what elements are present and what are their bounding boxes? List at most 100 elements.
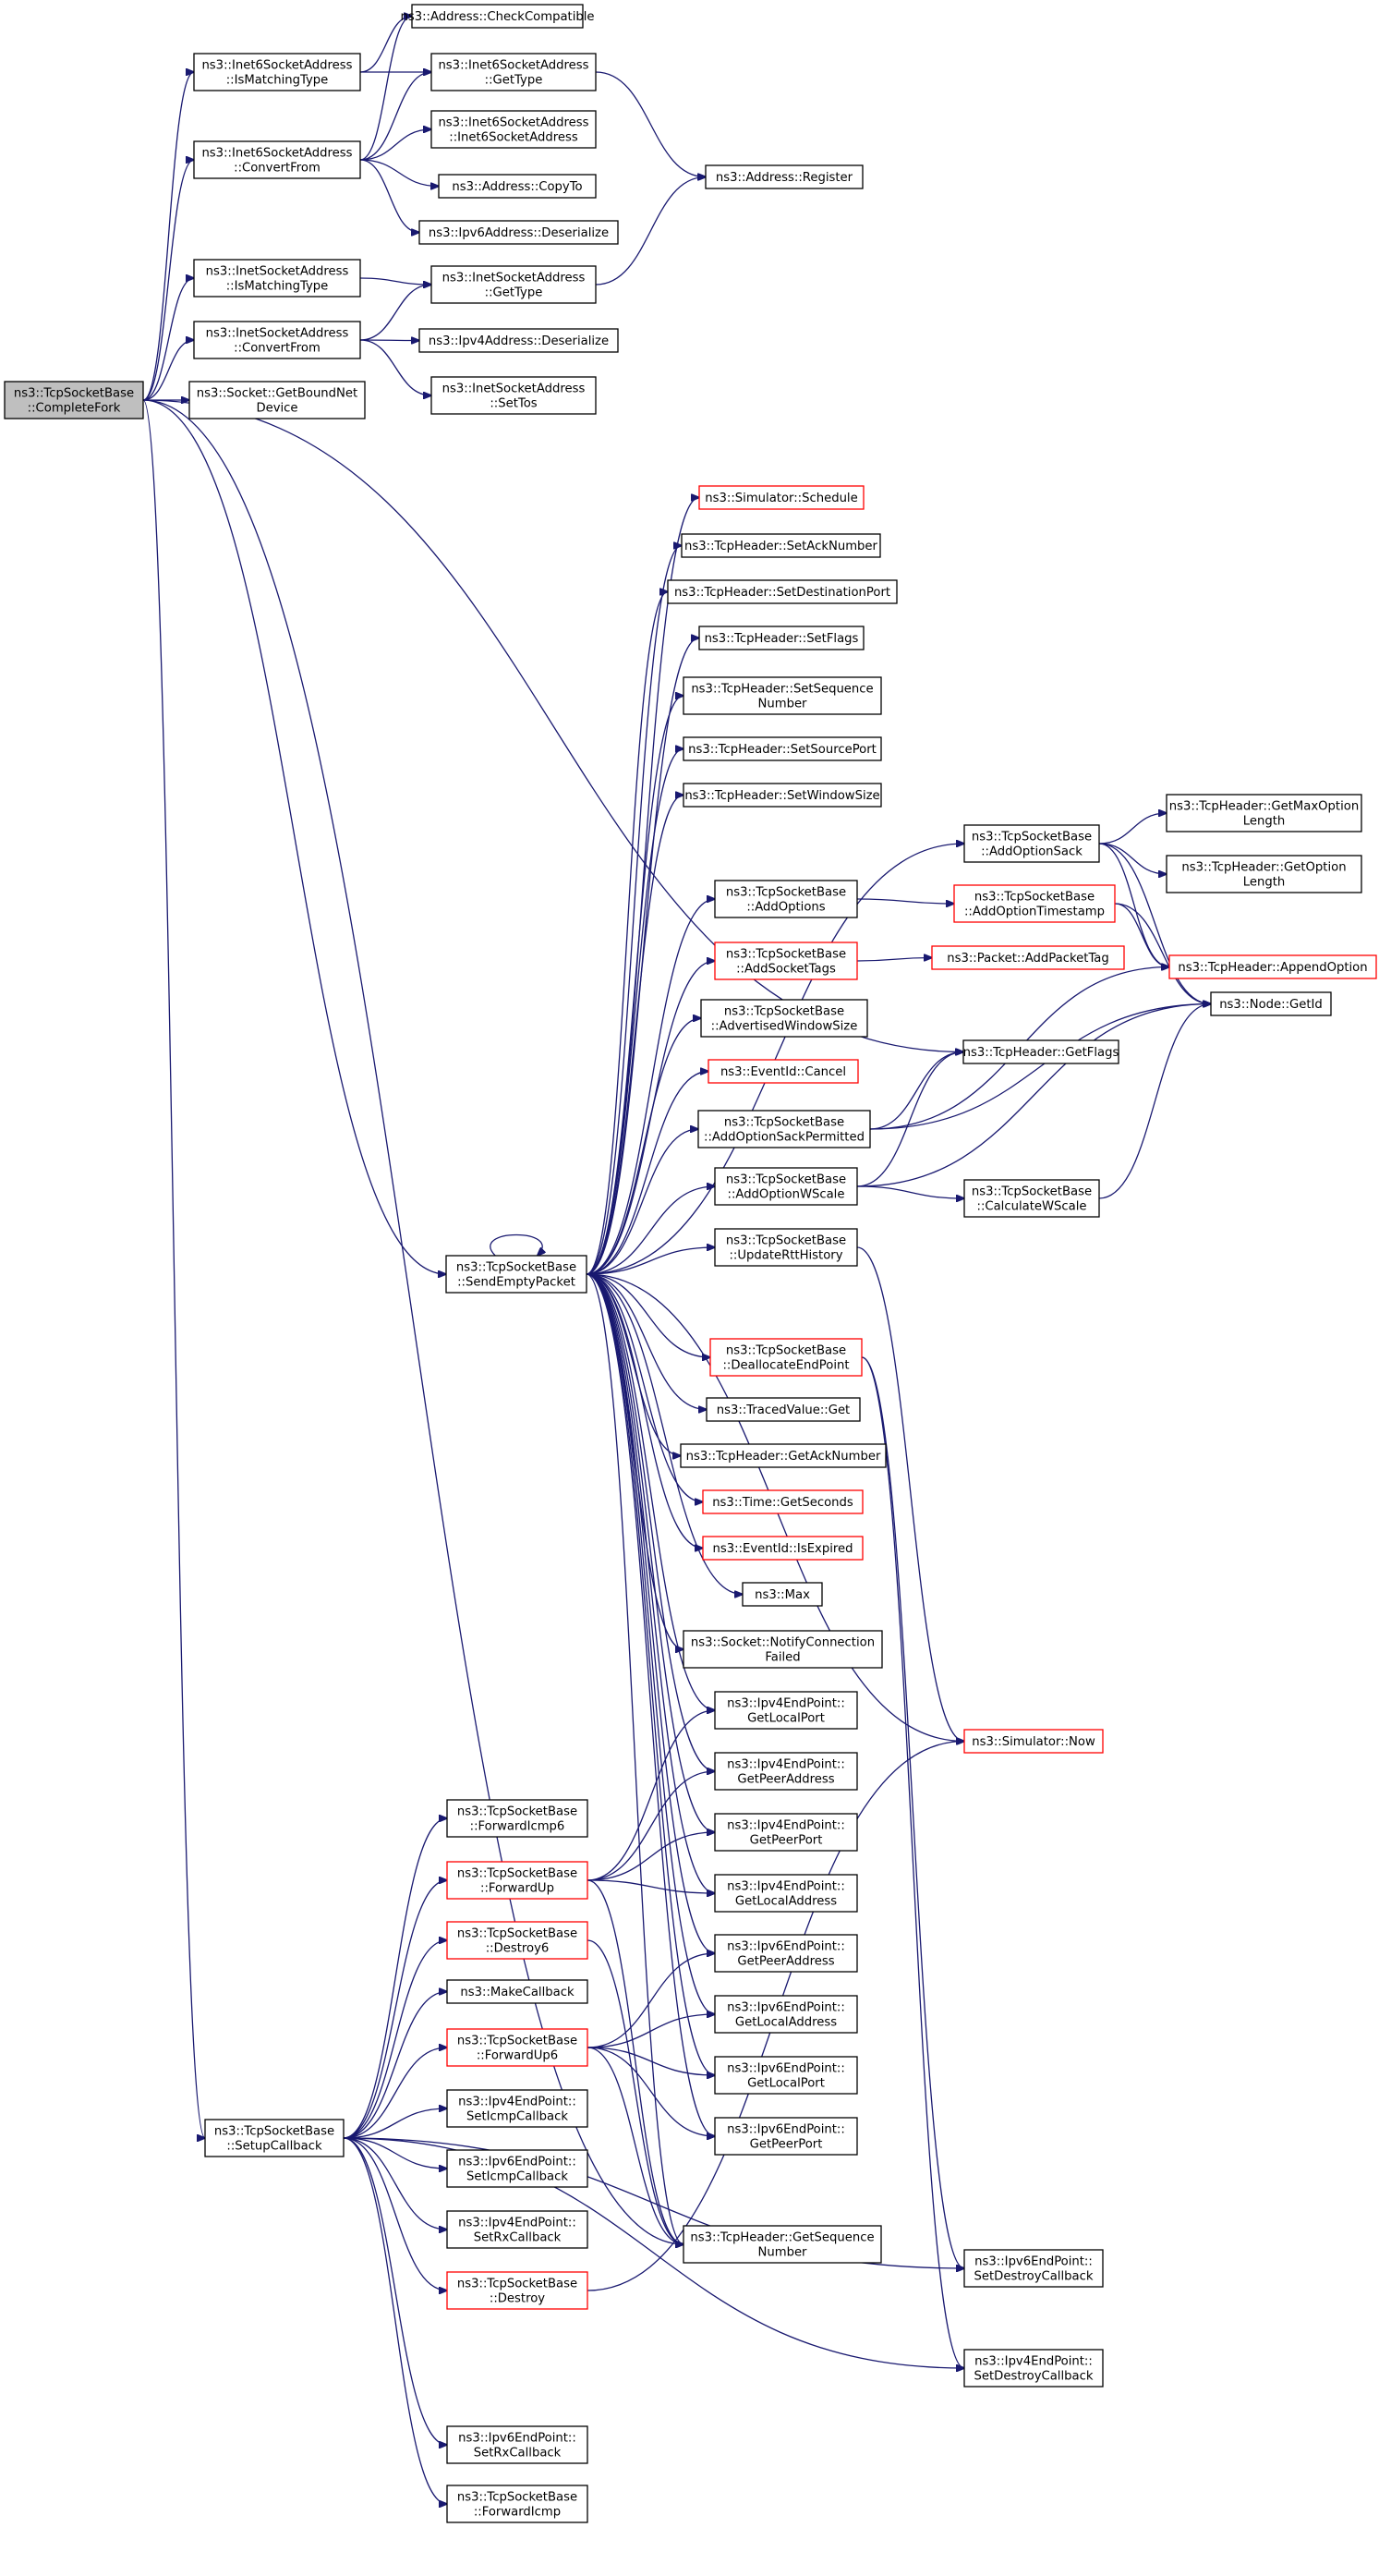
node-tv_get[interactable]: ns3::TracedValue::Get xyxy=(706,1397,861,1422)
node-tsb_sendempty[interactable]: ns3::TcpSocketBase::SendEmptyPacket xyxy=(445,1255,587,1294)
node-label-line: ::IsMatchingType xyxy=(226,74,329,88)
node-tsb_addoptions[interactable]: ns3::TcpSocketBase::AddOptions xyxy=(714,880,858,918)
edge-tsb_dealloc-to-ipv4ep_setdestroy xyxy=(861,1356,964,2368)
node-tsb_fwdup[interactable]: ns3::TcpSocketBase::ForwardUp xyxy=(446,1861,588,1900)
node-ipv4ep_getlocalport[interactable]: ns3::Ipv4EndPoint::GetLocalPort xyxy=(714,1691,858,1730)
node-label-line: ns3::TcpHeader::GetSequence xyxy=(690,2231,874,2245)
node-addr_register[interactable]: ns3::Address::Register xyxy=(705,164,864,189)
node-inet6_convertfrom[interactable]: ns3::Inet6SocketAddress::ConvertFrom xyxy=(193,140,361,179)
node-addr_checkcompat[interactable]: ns3::Address::CheckCompatible xyxy=(400,4,595,29)
node-ipv6ep_getpeeraddr[interactable]: ns3::Ipv6EndPoint::GetPeerAddress xyxy=(714,1934,858,1973)
node-ev_cancel[interactable]: ns3::EventId::Cancel xyxy=(708,1059,859,1084)
node-label-line: ns3::TcpHeader::SetWindowSize xyxy=(684,789,879,803)
node-ipv6ep_seticmp[interactable]: ns3::Ipv6EndPoint::SetIcmpCallback xyxy=(446,2149,588,2188)
node-ipv6ep_setdestroy[interactable]: ns3::Ipv6EndPoint::SetDestroyCallback xyxy=(963,2249,1104,2288)
node-inet_settos[interactable]: ns3::InetSocketAddress::SetTos xyxy=(430,376,597,415)
node-inet_gettype[interactable]: ns3::InetSocketAddress::GetType xyxy=(430,265,597,304)
node-box xyxy=(683,736,882,761)
node-inet6_gettype[interactable]: ns3::Inet6SocketAddress::GetType xyxy=(430,53,597,91)
node-tsb_addoptts[interactable]: ns3::TcpSocketBase::AddOptionTimestamp xyxy=(953,884,1116,923)
node-th_setsrcport[interactable]: ns3::TcpHeader::SetSourcePort xyxy=(683,736,882,761)
node-box xyxy=(681,533,881,558)
node-ipv4ep_getlocaladdr[interactable]: ns3::Ipv4EndPoint::GetLocalAddress xyxy=(714,1874,858,1913)
node-box xyxy=(1210,991,1332,1016)
node-tsb_setupcb[interactable]: ns3::TcpSocketBase::SetupCallback xyxy=(204,2119,345,2157)
node-th_setdstport[interactable]: ns3::TcpHeader::SetDestinationPort xyxy=(667,579,898,604)
node-makecallback[interactable]: ns3::MakeCallback xyxy=(446,1979,588,2004)
node-label-line: ::ForwardIcmp6 xyxy=(470,1820,565,1834)
node-th_setwin[interactable]: ns3::TcpHeader::SetWindowSize xyxy=(683,783,882,808)
node-label-line: ns3::Ipv6EndPoint:: xyxy=(727,2123,845,2137)
node-pkt_addtag[interactable]: ns3::Packet::AddPacketTag xyxy=(931,945,1125,970)
node-th_setflags[interactable]: ns3::TcpHeader::SetFlags xyxy=(698,626,865,650)
node-addr_copyto[interactable]: ns3::Address::CopyTo xyxy=(438,174,597,199)
node-label-line: Number xyxy=(758,2246,808,2260)
node-tsb_fwdup6[interactable]: ns3::TcpSocketBase::ForwardUp6 xyxy=(446,2028,588,2067)
node-box xyxy=(683,676,882,715)
node-box xyxy=(963,2349,1104,2388)
node-label-line: ns3::TcpSocketBase xyxy=(726,886,846,900)
node-box xyxy=(446,2271,588,2310)
node-time_getsec[interactable]: ns3::Time::GetSeconds xyxy=(702,1489,864,1514)
node-tsb_dealloc[interactable]: ns3::TcpSocketBase::DeallocateEndPoint xyxy=(709,1338,863,1377)
node-ipv6ep_setrx[interactable]: ns3::Ipv6EndPoint::SetRxCallback xyxy=(446,2425,588,2464)
node-ipv6addr_deser[interactable]: ns3::Ipv6Address::Deserialize xyxy=(418,220,619,245)
node-tsb_advwin[interactable]: ns3::TcpSocketBase::AdvertisedWindowSize xyxy=(700,999,868,1038)
node-ipv4ep_setrx[interactable]: ns3::Ipv4EndPoint::SetRxCallback xyxy=(446,2210,588,2249)
edge-completefork-to-tsb_setupcb xyxy=(142,399,205,2138)
node-ipv4addr_deser[interactable]: ns3::Ipv4Address::Deserialize xyxy=(418,328,619,353)
node-ev_isexpired[interactable]: ns3::EventId::IsExpired xyxy=(702,1536,864,1561)
node-label-line: ::AdvertisedWindowSize xyxy=(711,1020,858,1034)
node-label-line: Length xyxy=(1243,876,1286,890)
node-completefork[interactable]: ns3::TcpSocketBase::CompleteFork xyxy=(4,381,144,419)
node-tsb_addsocktags[interactable]: ns3::TcpSocketBase::AddSocketTags xyxy=(714,942,858,980)
node-label-line: ns3::Ipv4EndPoint:: xyxy=(974,2355,1093,2369)
node-label-line: ns3::InetSocketAddress xyxy=(442,272,586,286)
edge-tsb_dealloc-to-ipv6ep_setdestroy xyxy=(861,1356,964,2268)
node-sim_schedule[interactable]: ns3::Simulator::Schedule xyxy=(698,485,865,510)
node-inet6_ismatching[interactable]: ns3::Inet6SocketAddress::IsMatchingType xyxy=(193,53,361,91)
node-ipv4ep_getpeeraddr[interactable]: ns3::Ipv4EndPoint::GetPeerAddress xyxy=(714,1752,858,1791)
node-node_getid[interactable]: ns3::Node::GetId xyxy=(1210,991,1332,1016)
node-label-line: ::AddSocketTags xyxy=(736,963,836,977)
node-inet6_ctor[interactable]: ns3::Inet6SocketAddress::Inet6SocketAddr… xyxy=(430,110,597,149)
node-sim_now[interactable]: ns3::Simulator::Now xyxy=(963,1729,1104,1754)
node-tsb_addoptwscale[interactable]: ns3::TcpSocketBase::AddOptionWScale xyxy=(714,1167,858,1206)
edge-tsb_sendempty-to-ns3_max xyxy=(586,1273,743,1595)
node-inet_ismatching[interactable]: ns3::InetSocketAddress::IsMatchingType xyxy=(193,259,361,298)
node-label-line: ns3::Ipv4EndPoint:: xyxy=(727,1819,845,1833)
node-tsb_fwdicmp6[interactable]: ns3::TcpSocketBase::ForwardIcmp6 xyxy=(446,1799,588,1838)
node-ns3_max[interactable]: ns3::Max xyxy=(742,1582,823,1607)
edge-tsb_calcwscale-to-node_getid xyxy=(1098,1004,1211,1199)
node-tsb_addoptsackperm[interactable]: ns3::TcpSocketBase::AddOptionSackPermitt… xyxy=(697,1110,871,1148)
node-box xyxy=(193,259,361,298)
node-ipv6ep_getlocalport[interactable]: ns3::Ipv6EndPoint::GetLocalPort xyxy=(714,2056,858,2095)
edge-inet_convertfrom-to-ipv4addr_deser xyxy=(359,340,419,341)
node-ipv6ep_getpeerport[interactable]: ns3::Ipv6EndPoint::GetPeerPort xyxy=(714,2117,858,2156)
node-tsb_destroy[interactable]: ns3::TcpSocketBase::Destroy xyxy=(446,2271,588,2310)
node-ipv6ep_getlocaladdr[interactable]: ns3::Ipv6EndPoint::GetLocalAddress xyxy=(714,1995,858,2034)
node-tsb_calcwscale[interactable]: ns3::TcpSocketBase::CalculateWScale xyxy=(963,1179,1100,1218)
node-th_setack[interactable]: ns3::TcpHeader::SetAckNumber xyxy=(681,533,881,558)
node-th_getflags[interactable]: ns3::TcpHeader::GetFlags xyxy=(962,1039,1119,1064)
node-th_appendopt[interactable]: ns3::TcpHeader::AppendOption xyxy=(1168,954,1377,979)
node-inet_convertfrom[interactable]: ns3::InetSocketAddress::ConvertFrom xyxy=(193,321,361,359)
node-box xyxy=(430,110,597,149)
node-ipv4ep_setdestroy[interactable]: ns3::Ipv4EndPoint::SetDestroyCallback xyxy=(963,2349,1104,2388)
node-tsb_fwdicmp[interactable]: ns3::TcpSocketBase::ForwardIcmp xyxy=(446,2485,588,2523)
node-label-line: GetLocalAddress xyxy=(735,1895,837,1909)
node-label-line: ns3::Node::GetId xyxy=(1219,998,1323,1012)
node-th_getack[interactable]: ns3::TcpHeader::GetAckNumber xyxy=(680,1443,887,1468)
edge-tsb_setupcb-to-tsb_fwdup6 xyxy=(343,2047,447,2139)
node-tsb_updrtt[interactable]: ns3::TcpSocketBase::UpdateRttHistory xyxy=(714,1228,858,1267)
node-ipv4ep_seticmp[interactable]: ns3::Ipv4EndPoint::SetIcmpCallback xyxy=(446,2089,588,2128)
node-tsb_destroy6[interactable]: ns3::TcpSocketBase::Destroy6 xyxy=(446,1921,588,1960)
node-ipv4ep_getpeerport[interactable]: ns3::Ipv4EndPoint::GetPeerPort xyxy=(714,1813,858,1852)
node-tsb_addoptsack[interactable]: ns3::TcpSocketBase::AddOptionSack xyxy=(963,824,1100,863)
